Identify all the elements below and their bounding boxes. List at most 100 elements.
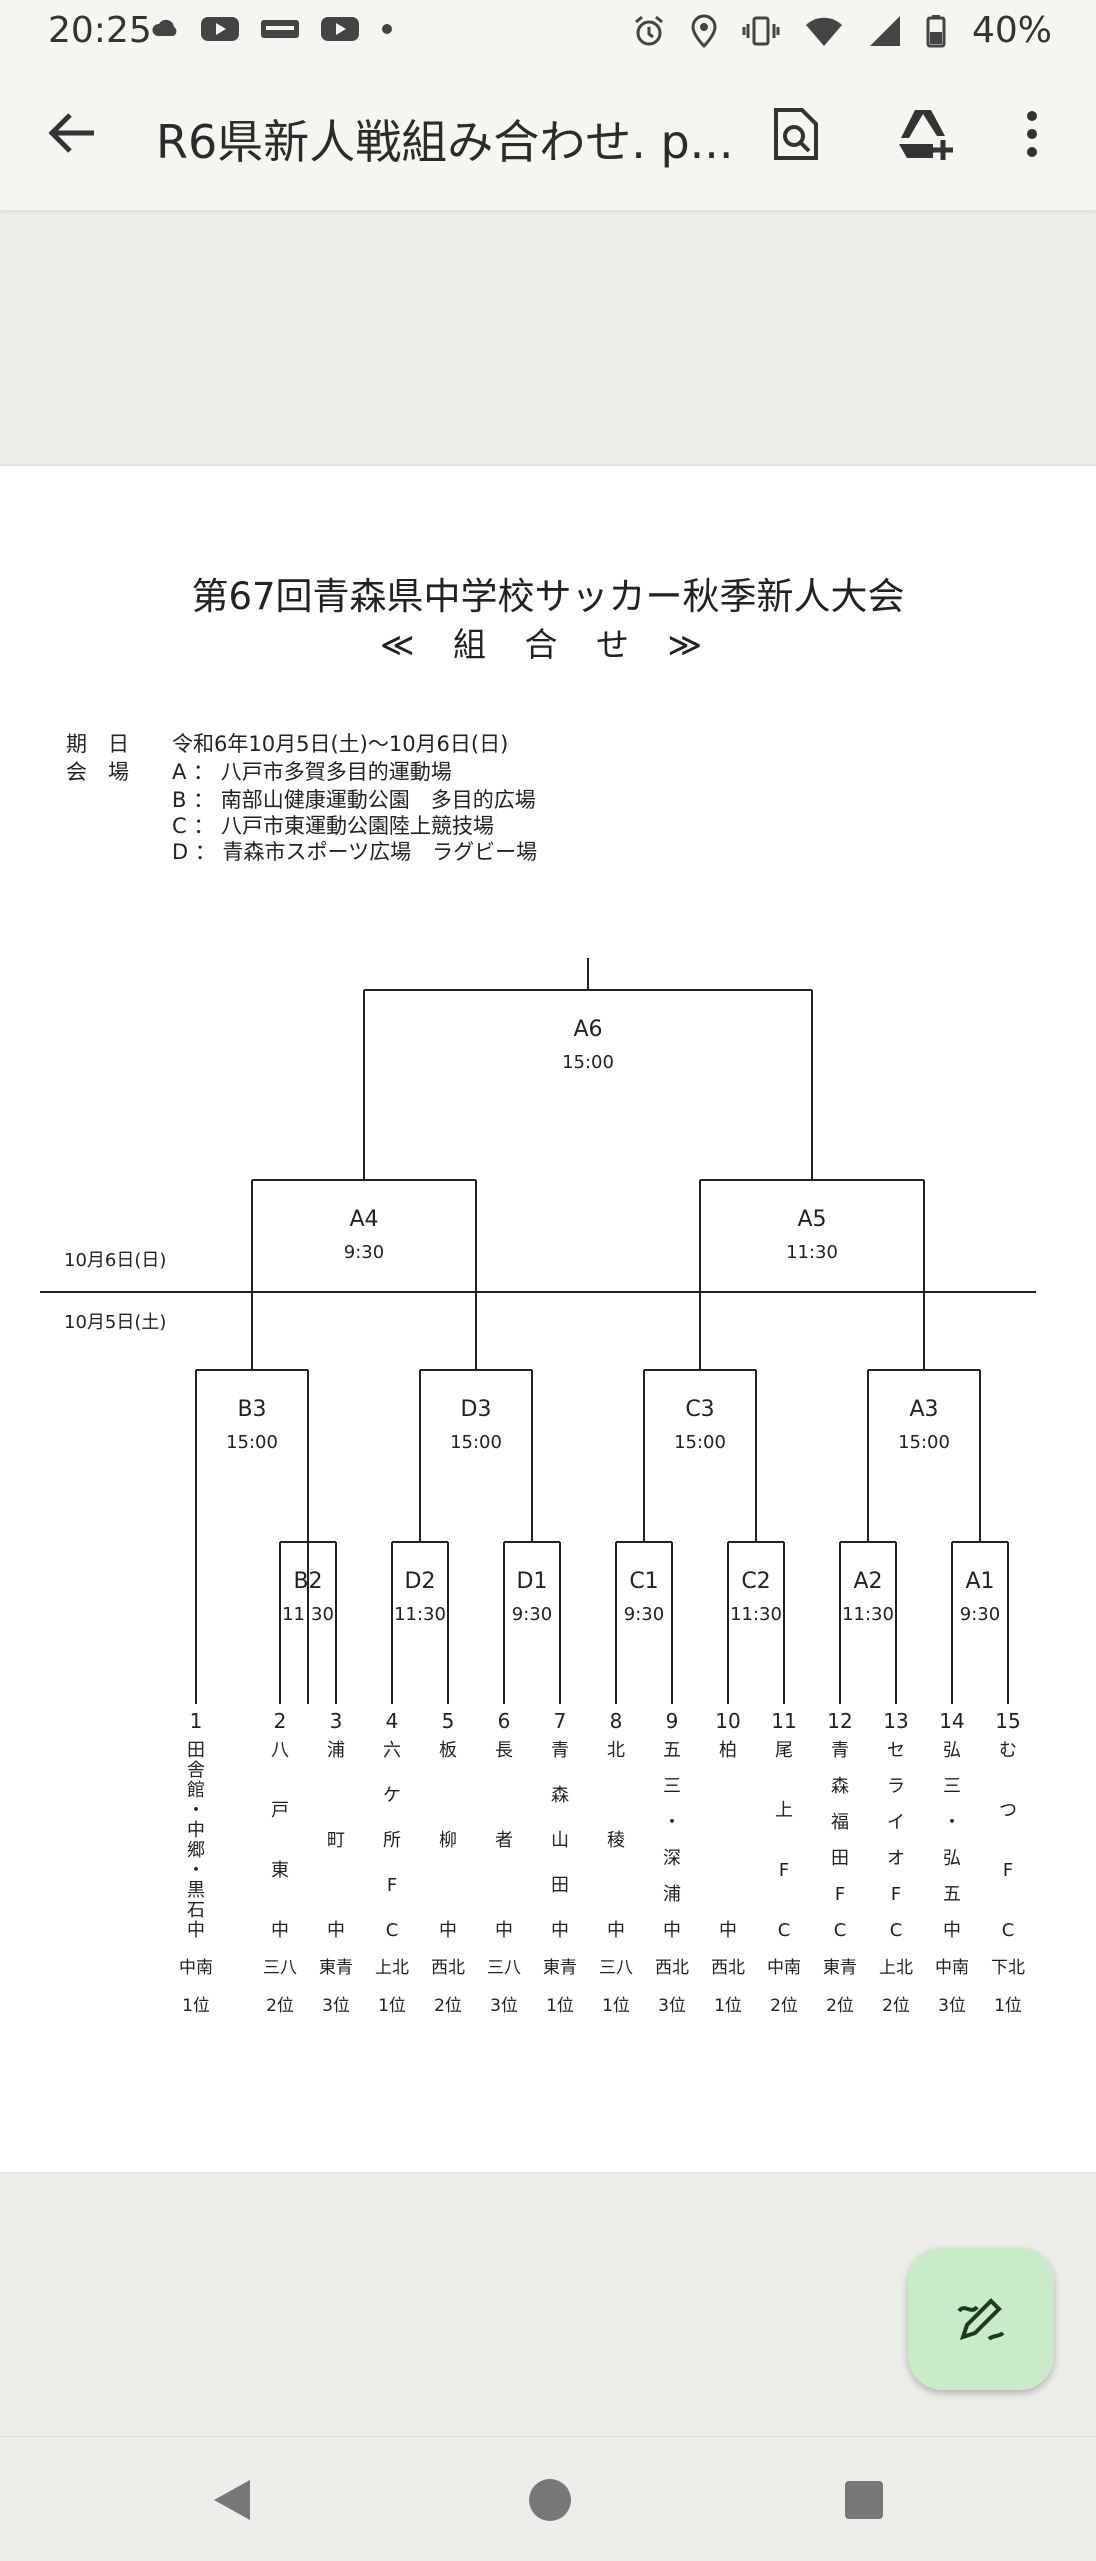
document-page[interactable]: 第67回青森県中学校サッカー秋季新人大会 ≪ 組 合 せ ≫ 期 日 令和6年1… [0,466,1096,2172]
team-name-char: 田 [187,1740,205,1761]
team-name-char: 中 [719,1920,737,1941]
team-number-2: 2 [274,1709,287,1733]
team-rank-13: 2位 [882,1996,910,2016]
team-name-char: 黒 [187,1880,205,1901]
team-rank-14: 3位 [938,1996,966,2016]
match-a5-code: A5 [797,1207,826,1232]
team-number-11: 11 [771,1709,796,1733]
match-a3-time: 15:00 [898,1432,950,1453]
vibrate-icon [742,16,780,46]
youtube-icon [321,17,359,41]
more-options-icon[interactable] [1022,106,1042,162]
team-name-char: F [1003,1860,1013,1881]
tournament-bracket: B211:30D211:30D19:30C19:30C211:30A211:30… [40,958,1036,2016]
team-rank-3: 3位 [322,1996,350,2016]
back-arrow-icon[interactable] [46,110,98,156]
team-name-char: 弘 [943,1740,961,1761]
team-name-char: C [1002,1920,1015,1941]
team-name-char: 青 [831,1740,849,1761]
edit-fab-button[interactable] [908,2248,1054,2390]
team-number-12: 12 [827,1709,852,1733]
team-name-char: 者 [495,1830,513,1851]
recents-nav-icon[interactable] [843,2479,885,2521]
team-name-char: 山 [551,1830,569,1851]
add-to-drive-icon[interactable] [895,106,959,162]
team-name-char: C [778,1920,791,1941]
team-name-char: 田 [831,1848,849,1869]
team-name-char: 中 [327,1920,345,1941]
date-label: 期 日 [66,732,129,756]
team-name-char: 戸 [271,1800,289,1821]
team-name-char: 中 [551,1920,569,1941]
team-name-char: 北 [607,1740,625,1761]
team-name-char: 三 [943,1776,961,1797]
match-a2-time: 11:30 [842,1604,894,1625]
team-name-char: 浦 [327,1740,345,1761]
team-name-char: 郷 [187,1840,205,1861]
team-region-1: 中南 [179,1958,213,1978]
match-d1-code: D1 [517,1569,548,1594]
team-name-char: 館 [187,1780,205,1801]
team-region-15: 下北 [991,1958,1025,1978]
team-name-char: 中 [187,1920,205,1941]
team-number-13: 13 [883,1709,908,1733]
match-a6-time: 15:00 [562,1052,614,1073]
signal-icon [870,16,900,46]
location-icon [691,14,717,48]
team-name-char: F [891,1884,901,1905]
match-c3-time: 15:00 [674,1432,726,1453]
match-b3-time: 15:00 [226,1432,278,1453]
search-in-document-icon[interactable] [770,106,822,162]
team-name-char: 上 [775,1800,793,1821]
team-name-char: C [386,1920,399,1941]
team-name-char: 五 [663,1740,681,1761]
team-name-char: 深 [663,1848,681,1869]
match-c2-code: C2 [741,1569,770,1594]
team-rank-15: 1位 [994,1996,1022,2016]
team-name-char: 柏 [719,1740,737,1761]
home-nav-icon[interactable] [527,2477,573,2523]
team-name-char: む [999,1740,1017,1761]
team-region-14: 中南 [935,1958,969,1978]
team-name-char: 森 [551,1785,569,1806]
team-region-3: 東青 [319,1958,353,1978]
team-region-6: 三八 [487,1958,521,1978]
team-name-char: 東 [271,1860,289,1881]
youtube-icon [201,17,239,41]
team-region-5: 西北 [431,1958,465,1978]
team-name-char: 浦 [663,1884,681,1905]
match-c3-code: C3 [685,1397,714,1422]
team-name-char: つ [999,1800,1017,1821]
team-name-char: ・ [187,1860,205,1881]
team-rank-10: 1位 [714,1996,742,2016]
team-region-10: 西北 [711,1958,745,1978]
team-name-char: ケ [383,1785,401,1806]
team-region-13: 上北 [879,1958,913,1978]
team-name-char: C [834,1920,847,1941]
team-name-char: オ [887,1848,905,1869]
team-name-char: C [890,1920,903,1941]
team-name-char: ・ [663,1812,681,1833]
team-name-char: 中 [663,1920,681,1941]
team-name-char: F [779,1860,789,1881]
team-name-char: 町 [327,1830,345,1851]
team-region-9: 西北 [655,1958,689,1978]
team-rank-4: 1位 [378,1996,406,2016]
match-a2-code: A2 [853,1569,882,1594]
team-rank-5: 2位 [434,1996,462,2016]
team-name-char: 五 [943,1884,961,1905]
team-name-char: 所 [383,1830,401,1851]
team-region-7: 東青 [543,1958,577,1978]
team-number-4: 4 [386,1709,399,1733]
cloud-icon [152,19,177,36]
team-number-8: 8 [610,1709,623,1733]
team-name-char: 中 [271,1920,289,1941]
match-a5-time: 11:30 [786,1242,838,1263]
alarm-icon [635,15,663,46]
team-name-char: ・ [187,1800,205,1821]
team-region-4: 上北 [375,1958,409,1978]
team-name-char: 三 [663,1776,681,1797]
team-rank-11: 2位 [770,1996,798,2016]
team-number-10: 10 [715,1709,740,1733]
back-nav-icon[interactable] [210,2477,256,2523]
